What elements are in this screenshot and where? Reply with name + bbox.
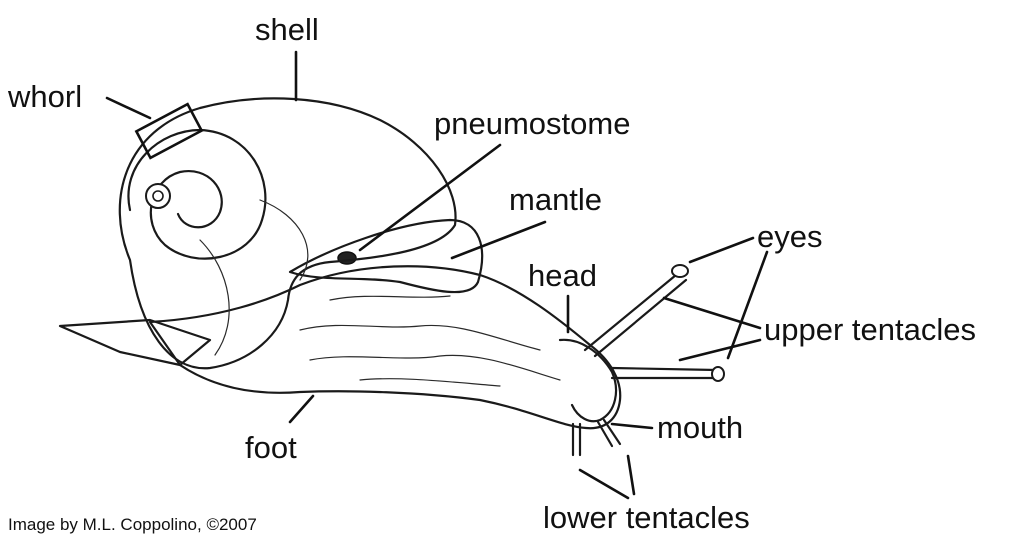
- foot-leader: [288, 394, 315, 424]
- body-outline: [148, 265, 622, 430]
- label-whorl: whorl: [7, 79, 82, 114]
- label-pneumostome: pneumostome: [434, 106, 630, 141]
- labels: shell whorl pneumostome mantle eyes head…: [7, 12, 976, 535]
- whorl-leader: [105, 96, 152, 120]
- label-shell: shell: [255, 12, 319, 47]
- eyes-leader-1: [688, 236, 755, 264]
- label-eyes: eyes: [757, 219, 822, 254]
- label-mantle: mantle: [509, 182, 602, 217]
- label-lower-tentacles: lower tentacles: [543, 500, 750, 535]
- leader-lines: [105, 50, 769, 500]
- pneumostome-leader: [358, 143, 502, 252]
- eyes-leader-2: [726, 250, 769, 360]
- label-mouth: mouth: [657, 410, 743, 445]
- label-head: head: [528, 258, 597, 293]
- tentacles: [571, 264, 725, 457]
- mouth-leader: [610, 422, 654, 430]
- mantle-shape: [288, 218, 484, 294]
- label-foot: foot: [245, 430, 297, 465]
- label-upper-tentacles: upper tentacles: [764, 312, 976, 347]
- head-shape: [558, 338, 618, 423]
- shell-drawing: [118, 97, 457, 370]
- upper-tentacles-leader-1: [662, 296, 762, 330]
- upper-tentacles-leader-2: [678, 338, 762, 362]
- image-credit: Image by M.L. Coppolino, ©2007: [8, 515, 257, 534]
- foot-tail: [58, 318, 212, 367]
- lower-tentacles-leader-1: [578, 468, 630, 500]
- pneumostome-opening: [337, 251, 357, 265]
- snail-body: [58, 265, 622, 430]
- lower-tentacles-leader-2: [626, 454, 636, 496]
- mantle-leader: [450, 220, 547, 260]
- whorl-bracket: [134, 102, 204, 160]
